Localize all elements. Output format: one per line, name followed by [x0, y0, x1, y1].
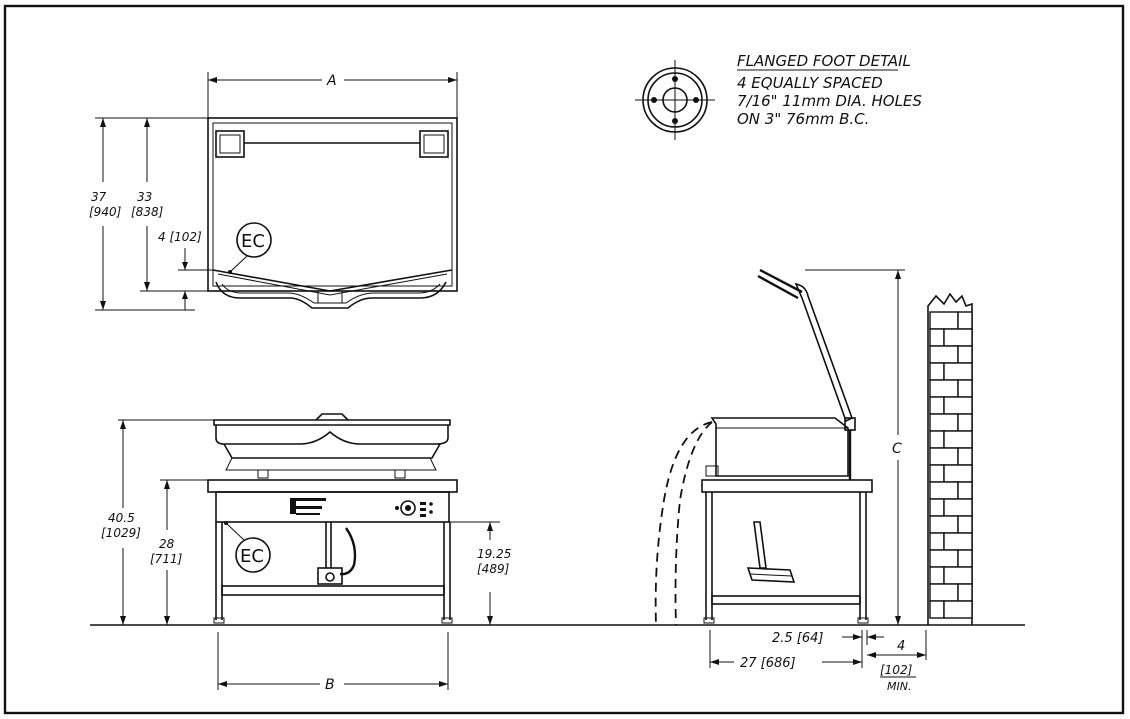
dim-c-label: C — [892, 441, 902, 457]
brick — [929, 413, 959, 432]
brick — [943, 600, 973, 619]
brick — [929, 481, 959, 500]
clearance-mm-label: [102] — [880, 663, 913, 677]
brick — [943, 532, 973, 551]
dim-28-mm-label: [711] — [150, 552, 183, 566]
dim-4-label: 4 [102] — [158, 230, 202, 244]
brick — [943, 396, 973, 415]
brick — [929, 464, 945, 483]
clearance-min-label: MIN. — [887, 680, 911, 693]
brick — [929, 362, 945, 381]
brick — [929, 583, 959, 602]
brick — [929, 600, 945, 619]
dim-33-mm-label: [838] — [131, 205, 164, 219]
brick — [929, 447, 959, 466]
brick — [929, 515, 959, 534]
clearance-label: 4 — [897, 639, 905, 654]
dim-19-25-label: 19.25 — [477, 547, 511, 561]
brick — [929, 345, 959, 364]
brick — [929, 379, 959, 398]
dim-33-label: 33 — [137, 190, 152, 204]
top-view: A EC 37 [940] — [89, 72, 458, 311]
brick — [929, 498, 945, 517]
dim-40-5-mm-label: [1029] — [101, 526, 141, 540]
dim-19-25-mm-label: [489] — [477, 562, 510, 576]
foot-detail-line-2: 7/16" 11mm DIA. HOLES — [737, 92, 922, 110]
temperature-dial-icon — [400, 500, 416, 516]
dim-a-label: A — [326, 73, 337, 89]
brick — [929, 532, 945, 551]
brick — [943, 328, 973, 347]
sheet-border — [3, 4, 1125, 715]
brick — [957, 413, 973, 432]
dim-37-mm-label: [940] — [89, 205, 122, 219]
dim-40-5-label: 40.5 — [108, 511, 135, 525]
brick — [929, 396, 945, 415]
brick-wall — [927, 292, 973, 625]
brick — [929, 328, 945, 347]
dim-28-label: 28 — [159, 537, 175, 551]
foot-detail-title: FLANGED FOOT DETAIL — [737, 52, 911, 70]
brick — [957, 549, 973, 568]
brick — [943, 362, 973, 381]
brick — [929, 566, 945, 585]
brick — [943, 430, 973, 449]
brick — [957, 345, 973, 364]
dim-2-5-label: 2.5 [64] — [772, 631, 824, 646]
side-view: C 2.5 [64] 27 [686] 4 [102] MIN. — [654, 268, 927, 693]
brick — [929, 311, 959, 330]
brick — [943, 498, 973, 517]
foot-detail-line-1: 4 EQUALLY SPACED — [737, 74, 883, 92]
brick — [957, 515, 973, 534]
brick — [943, 464, 973, 483]
front-view-ec-label: EC — [240, 546, 264, 567]
flanged-foot-icon — [635, 60, 715, 140]
foot-detail-line-3: ON 3" 76mm B.C. — [737, 110, 869, 128]
brick — [929, 430, 945, 449]
top-view-ec-label: EC — [241, 231, 265, 252]
flanged-foot-detail: FLANGED FOOT DETAIL 4 EQUALLY SPACED 7/1… — [635, 52, 922, 140]
front-view: EC 40.5 [1029] 28 [711] 19.25 [489] — [101, 413, 511, 693]
brick — [957, 481, 973, 500]
control-panel — [290, 498, 433, 517]
dim-27-label: 27 [686] — [740, 656, 796, 671]
brick — [957, 379, 973, 398]
dim-b-label: B — [325, 677, 335, 693]
brick — [957, 311, 973, 330]
brick — [943, 566, 973, 585]
brick — [957, 447, 973, 466]
dim-37-label: 37 — [91, 190, 107, 204]
brick — [929, 549, 959, 568]
brick — [957, 583, 973, 602]
